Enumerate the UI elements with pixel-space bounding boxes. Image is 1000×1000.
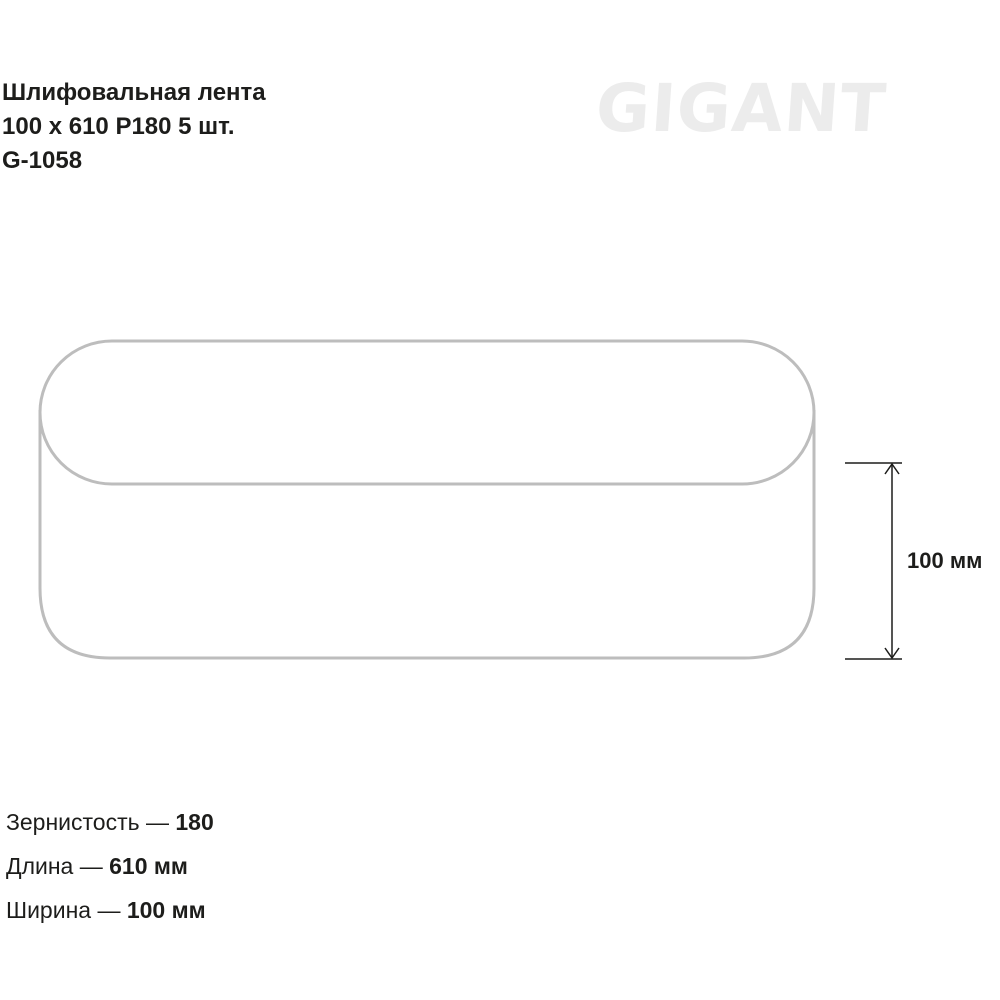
spec-length-label: Длина — bbox=[6, 853, 110, 879]
product-title-line-2: 100 x 610 P180 5 шт. bbox=[2, 113, 235, 140]
width-dimension-label: 100 мм bbox=[907, 548, 983, 573]
spec-list: Зернистость — 180 Длина — 610 мм Ширина … bbox=[6, 800, 214, 932]
dimension-arrow-up bbox=[884, 462, 900, 475]
spec-width-value: 100 мм bbox=[126, 897, 206, 923]
belt-top-face bbox=[38, 339, 816, 486]
spec-width-label: Ширина — bbox=[6, 897, 127, 923]
spec-grit: Зернистость — 180 bbox=[6, 800, 214, 844]
spec-length-value: 610 мм bbox=[109, 853, 188, 879]
belt-body-outline bbox=[38, 410, 816, 660]
product-title-line-1: Шлифовальная лента bbox=[2, 79, 266, 106]
dimension-arrow-down bbox=[884, 647, 900, 660]
spec-grit-label: Зернистость — bbox=[6, 809, 176, 835]
product-article: G-1058 bbox=[2, 147, 83, 174]
spec-grit-value: 180 bbox=[175, 809, 214, 835]
spec-width: Ширина — 100 мм bbox=[6, 888, 214, 932]
spec-length: Длина — 610 мм bbox=[6, 844, 214, 888]
product-title: Шлифовальная лента 100 x 610 P180 5 шт. … bbox=[2, 76, 266, 178]
